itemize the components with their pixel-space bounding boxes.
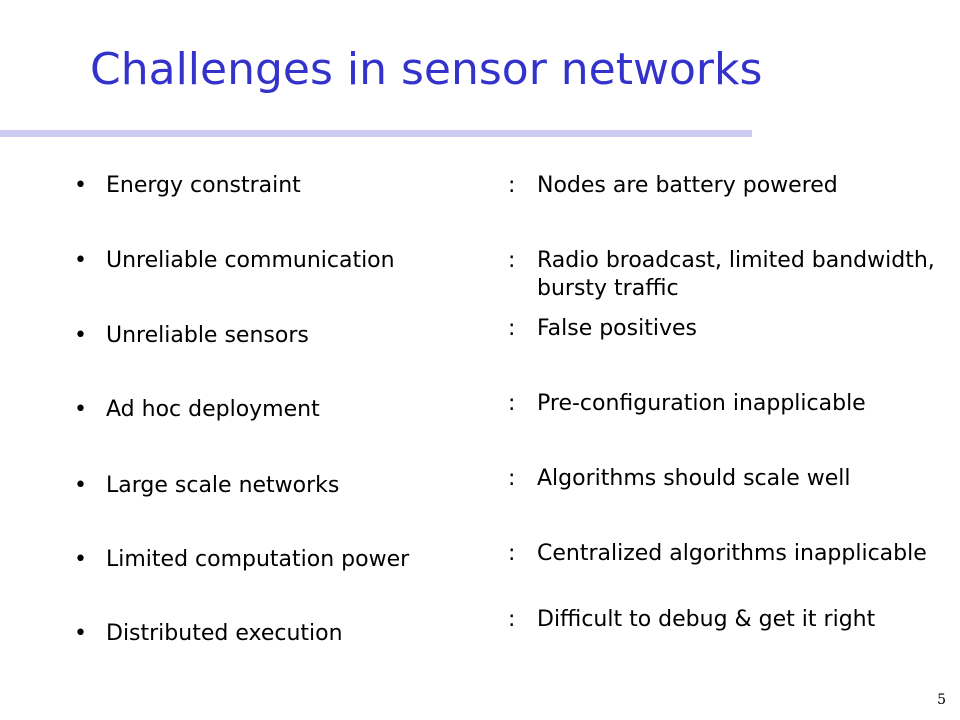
description-text: Pre-configuration inapplicable: [537, 391, 866, 416]
description-text: Radio broadcast, limited bandwidth, burs…: [537, 248, 935, 301]
separator-colon: :: [508, 391, 516, 416]
challenge-item: • Large scale networks: [74, 472, 339, 500]
separator-colon: :: [508, 173, 516, 198]
challenge-label: Unreliable communication: [106, 248, 395, 273]
separator-colon: :: [508, 466, 516, 491]
description-text: Centralized algorithms inapplicable: [537, 541, 927, 566]
bullet-icon: •: [74, 621, 87, 646]
challenge-label: Unreliable sensors: [106, 323, 309, 348]
challenge-description: : Pre-configuration inapplicable: [508, 390, 938, 418]
challenge-item: • Unreliable sensors: [74, 322, 309, 350]
separator-colon: :: [508, 248, 516, 273]
description-text: Algorithms should scale well: [537, 466, 851, 491]
challenge-item: • Limited computation power: [74, 546, 409, 574]
challenge-item: • Energy constraint: [74, 172, 301, 200]
challenge-item: • Unreliable communication: [74, 247, 395, 275]
separator-colon: :: [508, 541, 516, 566]
bullet-icon: •: [74, 173, 87, 198]
challenge-label: Ad hoc deployment: [106, 397, 320, 422]
description-text: False positives: [537, 316, 697, 341]
bullet-icon: •: [74, 248, 87, 273]
slide-title: Challenges in sensor networks: [90, 44, 763, 95]
challenge-description: : Difficult to debug & get it right: [508, 606, 938, 634]
challenge-label: Limited computation power: [106, 547, 410, 572]
bullet-icon: •: [74, 473, 87, 498]
challenge-label: Energy constraint: [106, 173, 301, 198]
title-underline: [0, 130, 752, 137]
challenge-label: Large scale networks: [106, 473, 340, 498]
challenge-item: • Ad hoc deployment: [74, 396, 320, 424]
challenge-description: : Radio broadcast, limited bandwidth, bu…: [508, 247, 938, 303]
bullet-icon: •: [74, 397, 87, 422]
separator-colon: :: [508, 607, 516, 632]
challenge-description: : Nodes are battery powered: [508, 172, 938, 200]
challenge-item: • Distributed execution: [74, 620, 343, 648]
bullet-icon: •: [74, 547, 87, 572]
bullet-icon: •: [74, 323, 87, 348]
challenge-label: Distributed execution: [106, 621, 343, 646]
challenge-description: : False positives: [508, 315, 938, 343]
challenge-description: : Algorithms should scale well: [508, 465, 938, 493]
page-number: 5: [937, 692, 946, 708]
separator-colon: :: [508, 316, 516, 341]
challenge-description: : Centralized algorithms inapplicable: [508, 540, 938, 568]
description-text: Nodes are battery powered: [537, 173, 838, 198]
description-text: Difficult to debug & get it right: [537, 607, 876, 632]
